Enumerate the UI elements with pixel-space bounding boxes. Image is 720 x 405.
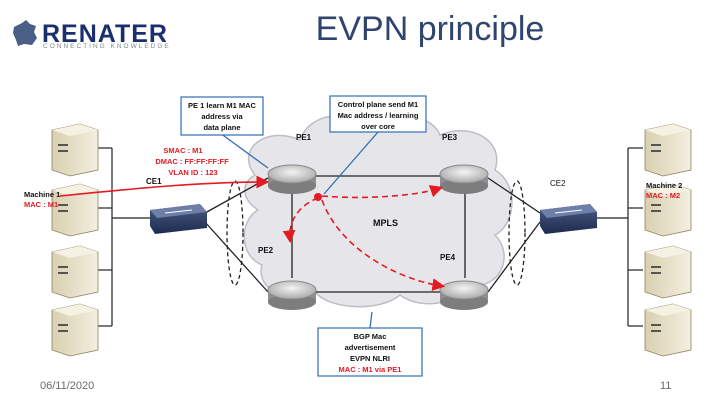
pe4-label: PE4 <box>440 253 456 262</box>
control-callout-line3: over core <box>361 122 395 131</box>
ce2-redundancy-ellipse <box>508 180 526 286</box>
slide-title: EVPN principle <box>315 10 545 48</box>
machine2-mac: MAC : M2 <box>646 191 680 200</box>
control-callout-line1: Control plane send M1 <box>338 100 418 109</box>
control-callout-line2: Mac address / learning <box>338 111 419 120</box>
frame-vlan: VLAN ID : 123 <box>168 168 217 177</box>
pe4-router-icon <box>439 280 489 310</box>
pe1-callout-line1: PE 1 learn M1 MAC <box>188 101 257 110</box>
machine1-name: Machine 1 <box>24 190 60 199</box>
pe2-router-icon <box>267 280 317 310</box>
ce-pe-links <box>204 175 541 293</box>
control-plane-callout <box>329 95 427 133</box>
machine2-links <box>597 147 643 327</box>
ce2-switch-icon <box>540 204 597 234</box>
slide-number: 11 <box>660 380 672 392</box>
pe1-learn-callout <box>180 96 264 136</box>
pe1-callout-line2: address via <box>201 112 243 121</box>
pe1-callout-line3: data plane <box>203 123 240 132</box>
ce1-label: CE1 <box>146 177 162 186</box>
pe1-label: PE1 <box>296 133 312 142</box>
frame-dmac: DMAC : FF:FF:FF:FF <box>155 157 229 166</box>
mpls-label: MPLS <box>373 218 398 228</box>
renater-logo-tagline: CONNECTING KNOWLEDGE <box>43 43 171 50</box>
pe1-learning-point <box>314 193 322 201</box>
machine2-servers <box>644 123 692 357</box>
france-map-logo-icon <box>13 20 37 46</box>
frame-smac: SMAC : M1 <box>163 146 202 155</box>
bgp-callout-line4: MAC : M1 via PE1 <box>339 365 402 374</box>
footer-date: 06/11/2020 <box>40 380 95 392</box>
machine1-mac: MAC : M1 <box>24 200 58 209</box>
pe1-router-icon <box>267 164 317 194</box>
bgp-callout-line2: advertisement <box>345 343 396 352</box>
mpls-cloud <box>243 115 513 308</box>
machine1-servers <box>51 123 99 357</box>
pe3-router-icon <box>439 164 489 194</box>
bgp-callout-line1: BGP Mac <box>354 332 387 341</box>
machine1-links <box>98 147 150 327</box>
ce1-redundancy-ellipse <box>226 180 244 286</box>
callout-pointers <box>219 131 379 329</box>
pe2-label: PE2 <box>258 246 274 255</box>
machine2-name: Machine 2 <box>646 181 682 190</box>
ce1-switch-icon <box>150 204 207 234</box>
red-flow-arrows <box>59 175 446 291</box>
renater-logo-text: RENATER <box>42 20 168 48</box>
bgp-callout-line3: EVPN NLRI <box>350 354 390 363</box>
pe3-label: PE3 <box>442 133 458 142</box>
ce2-label: CE2 <box>550 179 566 188</box>
bgp-advertisement-callout <box>317 327 423 377</box>
